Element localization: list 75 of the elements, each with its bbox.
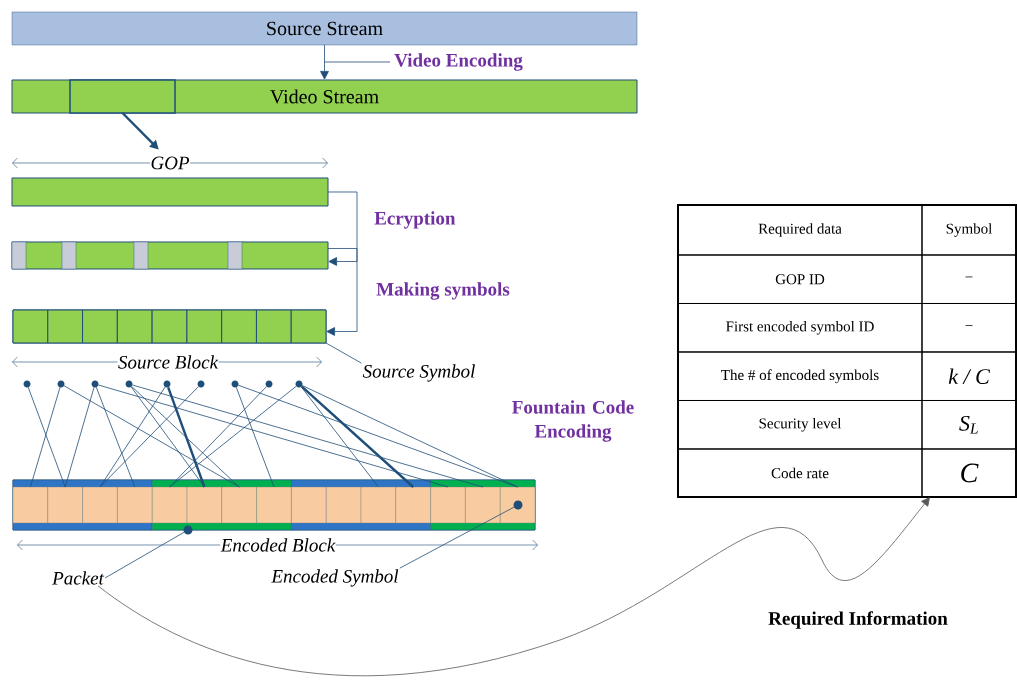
- edge-label: Ecryption: [374, 211, 456, 229]
- connector-line: [131, 384, 484, 488]
- encoded-symbol-cell: [12, 486, 48, 524]
- source-symbol-cell: [186, 309, 223, 344]
- gop-segment: [69, 79, 176, 114]
- connector-line: [300, 385, 414, 488]
- stream-bar: Source Stream: [11, 11, 638, 46]
- encoded-symbol-cell: [82, 486, 118, 524]
- annotation-text: Packet: [52, 571, 105, 585]
- leader-line: [104, 531, 185, 579]
- table-cell: First encoded symbol ID: [677, 303, 923, 353]
- encoded-symbol-cell: [256, 486, 292, 524]
- table-cell: −: [921, 254, 1017, 304]
- connector-line: [64, 386, 95, 488]
- encoded-symbol-cell: [117, 486, 153, 524]
- encoded-symbol-cell: [395, 486, 431, 524]
- edge-label: Making symbols: [376, 282, 510, 300]
- encoded-symbol-cell: [186, 486, 222, 524]
- arrow: [320, 44, 329, 80]
- edge-label: Video Encoding: [394, 53, 523, 71]
- leader-line: [325, 342, 362, 364]
- dimension-label: Source Block: [117, 354, 219, 370]
- encoded-symbol-cell: [500, 486, 536, 524]
- annotation-text: Source Symbol: [362, 364, 475, 382]
- encoded-symbol-cell: [221, 486, 257, 524]
- connector-line: [169, 385, 297, 488]
- table-cell: Security level: [677, 400, 923, 450]
- connector-line: [237, 384, 518, 488]
- encoded-symbol-cell: [47, 486, 83, 524]
- source-symbol-cell: [47, 309, 84, 344]
- table-cell: Symbol: [921, 204, 1017, 256]
- connector-line: [97, 384, 449, 488]
- connector-line: [131, 386, 240, 488]
- encrypted-gop-bar: [11, 241, 329, 270]
- source-symbol-cell: [255, 309, 292, 344]
- connector-line: [167, 386, 206, 488]
- dimension-label: Encoded Block: [220, 537, 336, 553]
- table-cell: Required data: [677, 204, 923, 256]
- dimension-label: GOP: [150, 156, 191, 170]
- source-symbol-cell: [82, 309, 118, 344]
- connector-line: [63, 385, 240, 488]
- step-label: Fountain Code Encoding: [512, 400, 634, 442]
- table-cell: The # of encoded symbols: [677, 351, 923, 401]
- annotation-text: Encoded Symbol: [271, 569, 399, 587]
- encoded-symbol-cell: [326, 486, 362, 524]
- leader-line: [399, 506, 515, 569]
- arrow: [326, 248, 358, 336]
- encoded-symbol-cell: [291, 486, 327, 524]
- connector-line: [99, 386, 199, 488]
- arrow: [327, 191, 358, 266]
- table-cell: −: [921, 303, 1017, 353]
- encoded-symbol-cell: [430, 486, 466, 524]
- table-cell: S$_{L}$: [921, 400, 1017, 450]
- source-symbol-cell: [151, 309, 188, 344]
- table-cell: C: [921, 448, 1017, 498]
- table-cell: k / C: [921, 351, 1017, 401]
- encoded-symbol-cell: [360, 486, 396, 524]
- connector-line: [169, 386, 267, 488]
- edge-label: Required Information: [768, 611, 948, 629]
- connector-line: [130, 386, 205, 488]
- connector-line: [235, 386, 275, 488]
- encoded-symbol-cell: [465, 486, 501, 524]
- connector-line: [95, 386, 136, 488]
- gop-bar: [11, 177, 329, 207]
- curved-arrow: [97, 497, 930, 677]
- encoded-symbol-cell: [152, 486, 188, 524]
- source-symbol-cell: [221, 309, 257, 344]
- connector-line: [301, 385, 518, 488]
- source-symbol-cell: [290, 309, 327, 344]
- connector-line: [300, 386, 379, 488]
- table-cell: Code rate: [677, 448, 923, 498]
- table-cell: GOP ID: [677, 254, 923, 304]
- connector-line: [99, 386, 166, 488]
- source-symbol-cell: [116, 309, 153, 344]
- source-symbol-cell: [12, 309, 49, 344]
